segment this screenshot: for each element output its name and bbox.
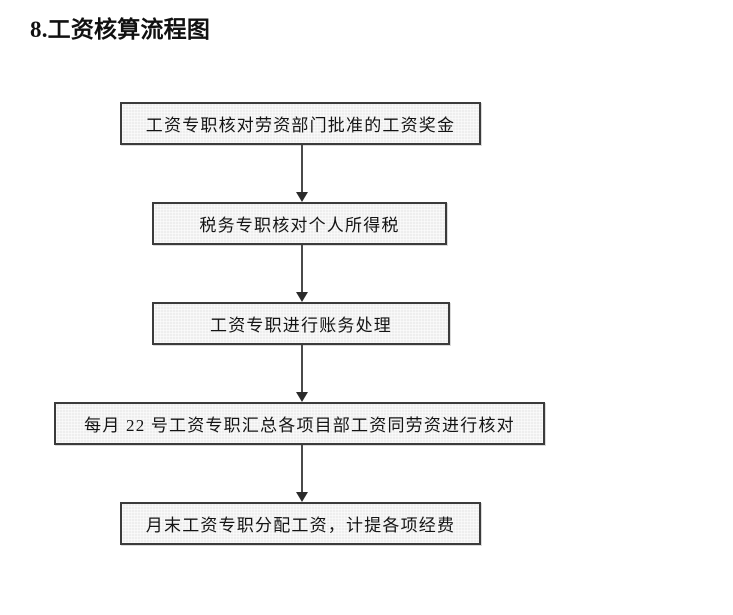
page-title: 8.工资核算流程图 <box>30 17 211 42</box>
flow-connector-1 <box>295 145 309 202</box>
flow-node-2: 税务专职核对个人所得税 <box>152 202 447 245</box>
flow-connector-4 <box>295 445 309 502</box>
arrow-down-icon <box>296 192 308 202</box>
flow-node-5: 月末工资专职分配工资，计提各项经费 <box>120 502 481 545</box>
connector-line <box>301 145 303 193</box>
flow-node-3-label: 工资专职进行账务处理 <box>210 316 392 335</box>
connector-line <box>301 445 303 493</box>
flow-node-5-label: 月末工资专职分配工资，计提各项经费 <box>145 516 456 535</box>
arrow-down-icon <box>296 392 308 402</box>
flow-node-1: 工资专职核对劳资部门批准的工资奖金 <box>120 102 481 145</box>
connector-line <box>301 345 303 393</box>
flow-node-3: 工资专职进行账务处理 <box>152 302 450 345</box>
flow-node-4-label: 每月 22 号工资专职汇总各项目部工资同劳资进行核对 <box>84 416 515 435</box>
flow-node-4: 每月 22 号工资专职汇总各项目部工资同劳资进行核对 <box>54 402 545 445</box>
arrow-down-icon <box>296 492 308 502</box>
flow-connector-3 <box>295 345 309 402</box>
flow-connector-2 <box>295 245 309 302</box>
connector-line <box>301 245 303 293</box>
flow-node-1-label: 工资专职核对劳资部门批准的工资奖金 <box>145 116 456 135</box>
arrow-down-icon <box>296 292 308 302</box>
flow-node-2-label: 税务专职核对个人所得税 <box>199 216 400 235</box>
